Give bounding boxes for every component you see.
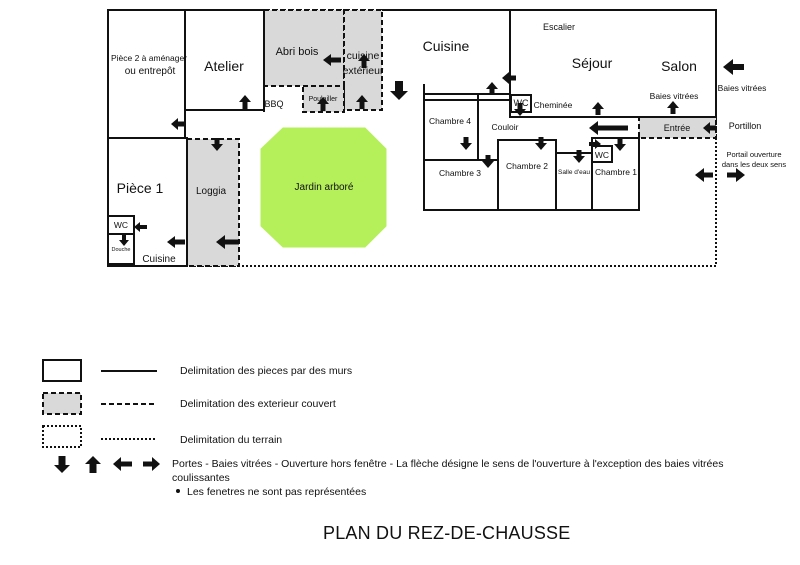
garden-octagon [260,127,387,248]
page-title: PLAN DU REZ-DE-CHAUSSE [323,523,571,543]
salle-eau-label: Salle d'eau [558,169,590,176]
wc1-label: WC [514,98,529,108]
legend-land-box [42,425,82,448]
door-arrow-left [134,222,147,232]
atelier-walls [184,9,265,111]
entree-label: Entrée [664,123,691,133]
door-arrow-down [614,138,626,151]
door-arrow-up [239,95,251,109]
abri-bois-label: Abri bois [276,46,319,58]
chambre3-label: Chambre 3 [439,168,481,178]
jardin-label: Jardin arboré [295,182,354,193]
portillon-label: Portillon [729,121,762,131]
bbq-label: BBQ [264,99,283,109]
legend-covered-box [42,392,82,415]
door-arrow-down [119,235,129,246]
door-arrow-down [535,137,547,150]
door-arrow-left [723,59,744,75]
door-arrow-left [703,122,716,134]
atelier-label: Atelier [204,58,244,74]
door-arrow-right [727,168,745,182]
door-arrow-left [171,118,185,130]
loggia-label: Loggia [196,186,226,197]
door-arrow-down [390,81,408,100]
legend-arrow-down-icon [54,456,70,473]
cuisine-ext-label-2: extérieur [343,65,384,77]
loggia-area [186,138,240,267]
door-arrow-down [211,138,223,151]
door-arrow-left [323,54,341,66]
door-arrow-up [356,95,368,109]
door-arrow-left [589,121,628,135]
piece2-label: Pièce 2 à aménager [111,53,187,63]
legend-land-text: Delimitation du terrain [180,434,283,446]
salon-label: Salon [661,58,697,74]
door-arrow-left [695,168,713,182]
legend-arrow-up-icon [85,456,101,473]
door-arrow-down [514,103,526,116]
wc3-label: WC [114,220,128,230]
piece2-sublabel: ou entrepôt [125,66,176,77]
legend-arrows-text: Portes - Baies vitrées - Ouverture hors … [172,457,732,485]
legend-arrow-left-icon [113,457,132,471]
abri-bois-area [263,9,345,87]
door-arrow-up [317,97,329,111]
legend-walls-box [42,359,82,382]
door-arrow-up [486,82,498,95]
cuisine2-label: Cuisine [142,254,176,265]
piece1-walls [107,137,188,267]
douche-walls [107,233,135,265]
legend-bullet-icon [176,489,180,493]
door-arrow-left [167,236,185,248]
door-arrow-down [460,137,472,150]
door-arrows [119,54,745,249]
door-arrow-left [502,72,516,84]
entree-area [638,116,717,139]
chambre4-label: Chambre 4 [429,116,471,126]
door-arrow-up [667,101,679,114]
cuisine-label: Cuisine [423,38,470,54]
door-arrow-down [358,54,370,68]
portail-label: Portail ouverture [726,150,781,159]
cuisine-ext-label: cuisine [347,50,380,62]
couloir-label: Couloir [492,122,519,132]
chambre2-walls [497,139,557,211]
sejour-label: Séjour [572,55,613,71]
legend-arrows-text-1: Portes - Baies vitrées - Ouverture hors … [172,458,724,470]
door-arrow-left [216,235,239,249]
legend-bullet-text: Les fenetres ne sont pas représentées [187,486,367,498]
legend-arrows-text-2: coulissantes [172,472,230,484]
portail-label-2: dans les deux sens [722,160,786,169]
legend-walls-text: Delimitation des pieces par des murs [180,365,353,377]
baies-vitrees-in-label: Baies vitrées [650,91,699,101]
legend-arrow-right-icon [143,457,160,471]
baies-vitrees-out-label: Baies vitrées [718,83,767,93]
legend-covered-text: Delimitation des exterieur couvert [180,398,336,410]
escalier-label: Escalier [543,22,575,32]
piece1-label: Pièce 1 [117,180,164,196]
door-arrow-down [573,150,585,163]
cheminee-label: Cheminée [534,100,573,110]
chambre1-walls [591,137,640,211]
wc2-label: WC [595,150,609,160]
door-arrow-down [482,155,494,168]
legend [42,359,180,493]
chambre4-walls [423,93,479,161]
door-arrow-up [592,102,604,115]
chambre1-label: Chambre 1 [595,167,637,177]
wc2-walls [591,145,613,163]
door-arrow-right [589,139,601,149]
poulailler-label: Poulailler [309,96,338,103]
chambre2-label: Chambre 2 [506,161,548,171]
salle-eau-walls [555,152,593,211]
douche-label: Douche [112,247,131,253]
